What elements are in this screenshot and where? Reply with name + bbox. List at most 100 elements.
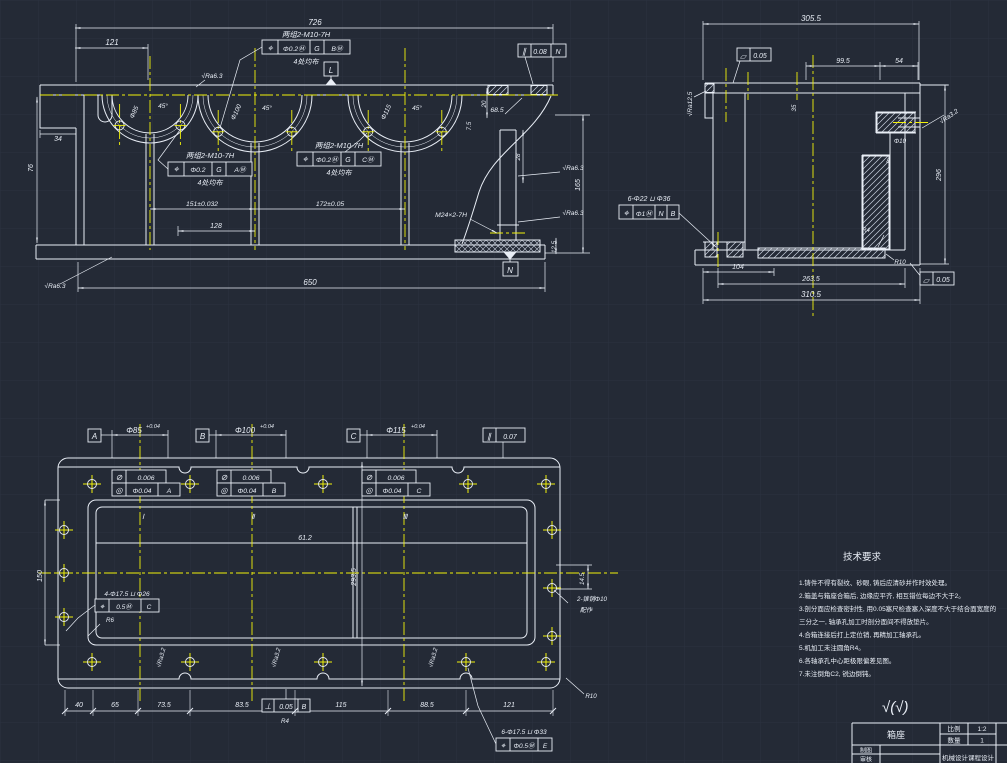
dim-305-5: 305.5 (801, 14, 822, 23)
fcf-flat2-tol: 0.05 (936, 277, 950, 284)
tapped-hole (362, 126, 375, 137)
bolt-hole (543, 627, 561, 645)
tapped-hole (212, 126, 225, 137)
bolt-hole (537, 475, 555, 493)
dim-12-5: 12.5 (551, 240, 558, 253)
scale-value: 1:2 (977, 726, 986, 733)
checker-label: 审核 (860, 756, 872, 763)
bore2-tol: +0.04 (260, 424, 274, 430)
title-block-text: 箱座 比例 1:2 数量 1 制图 审核 机械设计课程设计 (860, 724, 995, 763)
dim-chain-tick (61, 690, 69, 716)
fcf-par2-tol: 0.07 (503, 434, 518, 441)
dim-650: 650 (303, 278, 317, 287)
fcf-left-tol: Φ0.2 (190, 167, 205, 174)
bolt-hole (459, 475, 477, 493)
front-view-fcf (167, 39, 567, 277)
surface-finish-note: √(√) (882, 699, 908, 716)
fillet-r10: R10 (894, 259, 906, 266)
chain-40: 40 (75, 702, 83, 709)
bolt-hole (314, 475, 332, 493)
pin-note-2: 配作 (580, 606, 593, 614)
tech-req-item: 4.合箱连接后打上定位销, 再精加工轴承孔。 (799, 630, 925, 639)
tapped-hole (285, 126, 298, 137)
bolt-hole (457, 653, 475, 671)
bore1-dim: Φ85 (126, 426, 142, 435)
chain-115: 115 (335, 702, 346, 709)
fcf-c3-tol: Φ0.5Ⓜ (514, 742, 536, 750)
bolt-hole (181, 475, 199, 493)
fillet-r10-2: R10 (585, 693, 597, 700)
dim-34: 34 (54, 136, 62, 143)
fcf-cbore-datum2: B (671, 211, 676, 218)
fcf-top-tol: Φ0.2Ⓜ (283, 45, 306, 53)
fcf-b3-coax-sym: ◎ (366, 486, 374, 495)
datum-a-box (87, 428, 102, 443)
dim-68-5: 68.5 (490, 107, 503, 114)
chain-121: 121 (503, 702, 515, 709)
fillet-r6: R6 (106, 617, 114, 624)
bore-mark-1: Ⅰ (142, 513, 145, 521)
scale-label: 比例 (948, 724, 961, 733)
surface-ra63-wall1: √Ra6.3 (563, 164, 584, 172)
fillet-r4: R4 (862, 227, 870, 234)
dim-14-5: 14.5 (579, 572, 586, 585)
fcf-b2-cyl-tol: 0.006 (242, 475, 259, 482)
bolt-hole (55, 521, 73, 539)
cbore-note-2: 4-Φ17.5 ⊔ Φ26 (104, 591, 150, 598)
fcf-b3-cyl-tol: 0.006 (387, 475, 404, 482)
fcf-b2-cyl-sym: ⊘ (221, 473, 228, 482)
surface-ra63-flange: √Ra6.3 (202, 72, 223, 80)
drafter-label: 制图 (860, 747, 872, 755)
dim-chain-tick (89, 690, 97, 716)
dim-chain-tick (134, 690, 142, 716)
fcf-cbore-datum1: N (658, 211, 664, 218)
fcf-c2-datum: C (147, 604, 152, 611)
fcf-b1-coax-tol: Φ0.04 (133, 488, 152, 495)
bore-mark-2: Ⅱ (251, 513, 256, 521)
bolt-hole (55, 564, 73, 582)
cbore-note: 6-Φ22 ⊔ Φ36 (628, 196, 671, 203)
pin-note-1: 2-锥销Φ10 (576, 595, 607, 603)
datum-b-label: B (200, 432, 206, 441)
datum-l-label: L (329, 66, 333, 75)
tapped-hole (435, 126, 448, 137)
tech-req-item: 5.机加工未注圆角R4。 (799, 643, 865, 652)
tech-req-item: 6.各轴承孔中心距极限偏差见图。 (799, 656, 895, 665)
fillet-r4-2: R4 (281, 718, 289, 725)
dim-128: 128 (210, 223, 222, 230)
tech-req-item: 三分之一, 轴承孔加工时剖分面间不得放垫片。 (799, 617, 933, 626)
qty-value: 1 (980, 738, 984, 745)
dim-35: 35 (791, 104, 798, 111)
chain-83-5: 83.5 (235, 702, 249, 709)
angle-1: 45° (158, 102, 168, 110)
tech-req-item: 2.箱盖与箱座合箱后, 边缘应平齐, 相互错位每边不大于2。 (799, 591, 965, 600)
dim-chain-tick (462, 690, 470, 716)
bolt-hole (543, 579, 561, 597)
bolt-hole (181, 653, 199, 671)
surface-ra125: √Ra12.5 (686, 91, 694, 116)
bore-mark-3: Ⅲ (403, 513, 409, 521)
chain-73-5: 73.5 (157, 702, 171, 709)
fcf-right-datum2: CⓂ (362, 156, 375, 164)
fcf-perp-sym: ⊥ (265, 702, 272, 711)
dim-99-5: 99.5 (836, 58, 850, 65)
dim-7-5: 7.5 (466, 121, 473, 130)
bore2-dim: Φ100 (235, 426, 256, 435)
fcf-parallel-tol: 0.08 (533, 49, 547, 56)
dim-chain-tick (186, 690, 194, 716)
bore3-dim: Φ115 (386, 426, 406, 435)
datum-n-label: N (507, 266, 513, 275)
side-view-fcf (618, 47, 955, 286)
bolt-hole (314, 653, 332, 671)
fcf-c2-sym: ⌖ (100, 602, 106, 611)
bolt-hole (537, 653, 555, 671)
dim-28: 28 (515, 153, 522, 161)
fcf-b2-coax-tol: Φ0.04 (238, 488, 257, 495)
fcf-right-tol: Φ0.2Ⓜ (316, 156, 339, 164)
dim-165: 165 (575, 179, 582, 191)
dim-104: 104 (732, 264, 744, 271)
